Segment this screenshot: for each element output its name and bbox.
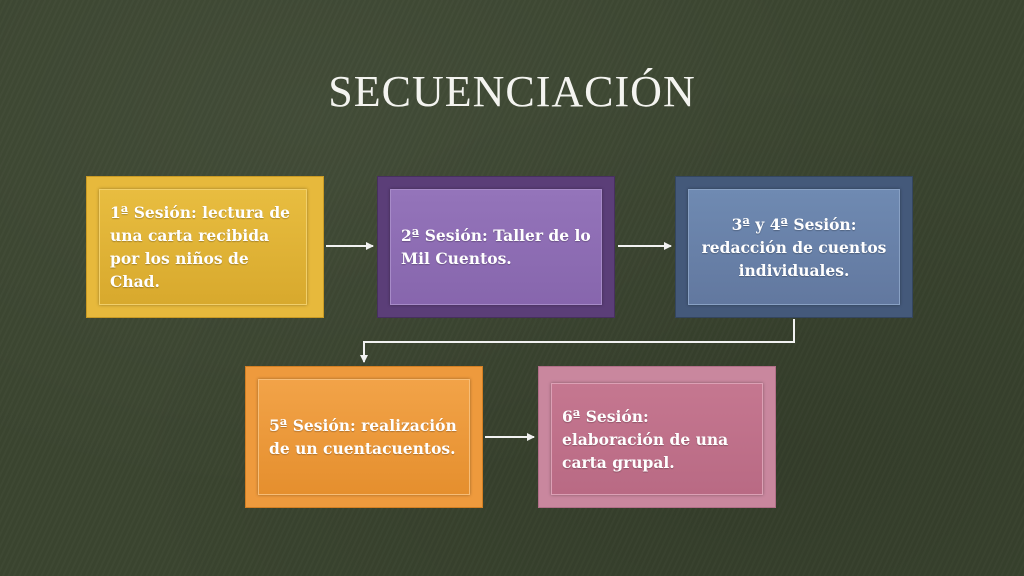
session-6-panel: 6ª Sesión: elaboración de una carta grup… [551,383,763,495]
session-1-box: 1ª Sesión: lectura de una carta recibida… [86,176,324,318]
session-6-label: 6ª Sesión: elaboración de una carta grup… [562,406,729,472]
slide-title: SECUENCIACIÓN [328,67,696,116]
session-5-box: 5ª Sesión: realización de un cuentacuent… [245,366,483,508]
session-6-box: 6ª Sesión: elaboración de una carta grup… [538,366,776,508]
session-2-label: 2ª Sesión: Taller de lo Mil Cuentos. [401,226,591,268]
session-1-label: 1ª Sesión: lectura de una carta recibida… [110,203,291,291]
session-5-panel: 5ª Sesión: realización de un cuentacuent… [258,379,470,495]
session-3-4-label: 3ª y 4ª Sesión: redacción de cuentos ind… [701,214,887,280]
session-5-label: 5ª Sesión: realización de un cuentacuent… [269,416,457,458]
session-3-4-panel: 3ª y 4ª Sesión: redacción de cuentos ind… [688,189,900,305]
arrow-3-to-5 [360,319,795,363]
session-1-panel: 1ª Sesión: lectura de una carta recibida… [99,189,307,305]
session-2-panel: 2ª Sesión: Taller de lo Mil Cuentos. [390,189,602,305]
session-3-4-box: 3ª y 4ª Sesión: redacción de cuentos ind… [675,176,913,318]
session-2-box: 2ª Sesión: Taller de lo Mil Cuentos. [377,176,615,318]
